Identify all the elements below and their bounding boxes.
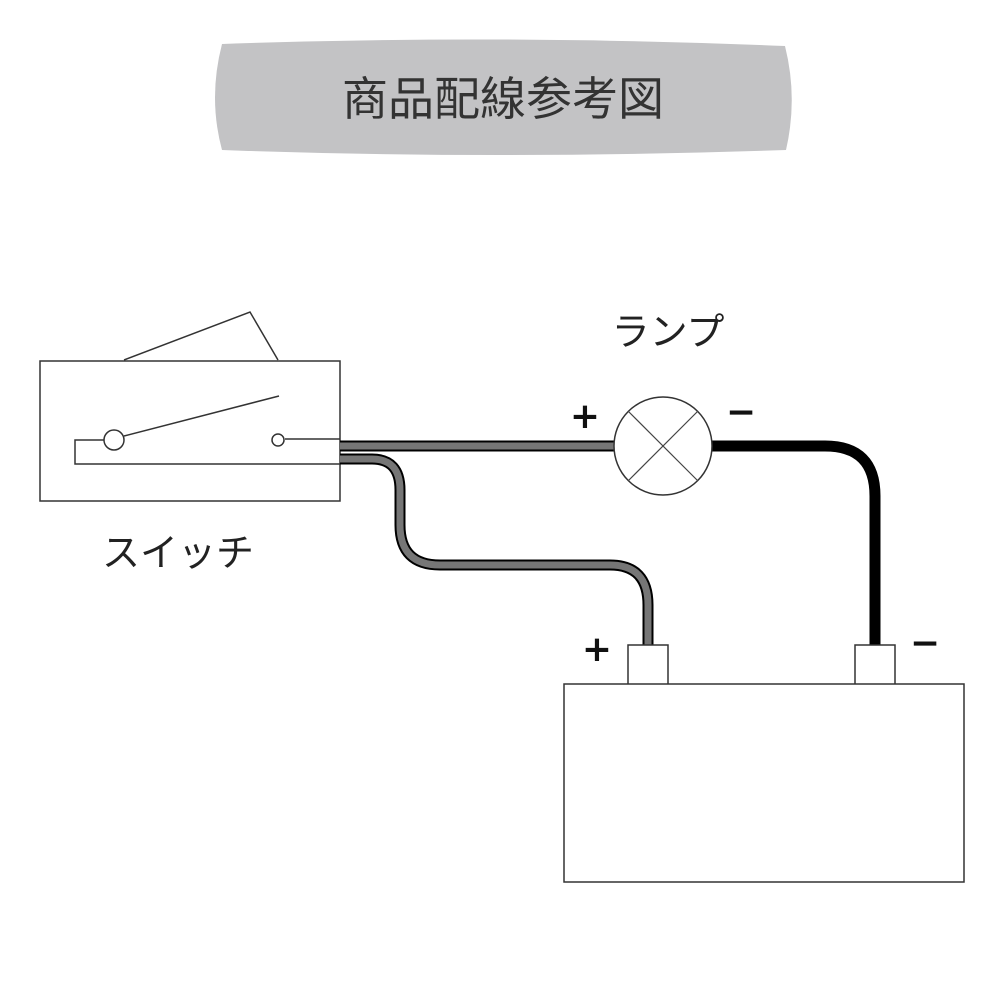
title-banner: 商品配線参考図	[215, 39, 792, 155]
title-banner-shape	[215, 39, 792, 155]
battery-terminal-negative	[854, 644, 896, 686]
switch-label: スイッチ	[102, 531, 254, 575]
switch-contact	[271, 433, 285, 447]
wire-lamp-to-battery-negative	[712, 440, 881, 648]
switch-body	[39, 360, 341, 502]
battery-plus-sign: +	[582, 629, 612, 670]
switch	[39, 311, 341, 502]
lamp	[613, 396, 713, 496]
battery	[563, 644, 965, 883]
lamp-cross-2	[627, 410, 699, 482]
battery-minus-sign: −	[910, 623, 940, 664]
switch-rocker	[123, 311, 279, 361]
battery-terminal-positive	[627, 644, 669, 686]
lamp-label: ランプ	[612, 310, 725, 354]
lamp-minus-sign: −	[726, 392, 756, 433]
wire-switch-to-battery-positive	[340, 453, 654, 648]
switch-lever	[123, 395, 280, 437]
lamp-plus-sign: +	[570, 396, 600, 437]
switch-pivot	[103, 429, 125, 451]
page-title: 商品配線参考図	[342, 72, 664, 126]
battery-body	[563, 683, 965, 883]
switch-bottom-line	[74, 439, 340, 465]
